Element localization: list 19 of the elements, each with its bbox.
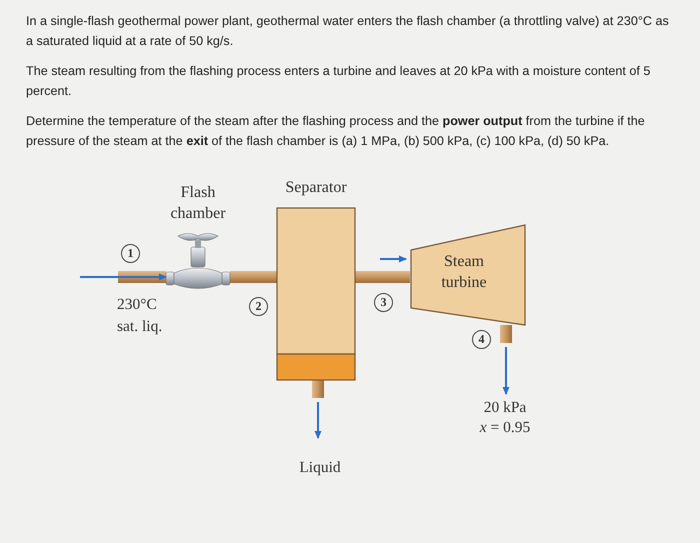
paragraph: The steam resulting from the flashing process enters a turbine and leaves at 20 kPa with a moisture content of 5 percent.	[26, 63, 652, 100]
pipe	[355, 256, 410, 283]
state-number: 3	[374, 293, 393, 312]
pipe	[80, 271, 167, 283]
state-number: 1	[121, 244, 140, 263]
state-number: 4	[472, 330, 491, 349]
state-label: 20 kPa	[482, 398, 528, 418]
pipe	[500, 325, 512, 395]
pipe	[312, 380, 324, 439]
state-number: 2	[249, 297, 268, 316]
state-label: 230°C sat. liq.	[117, 295, 164, 338]
paragraph: In a single-flash geothermal power plant, geothermal water enters the flash chamber (a throttling valve) at 230°C as a saturated liquid at a rate of 50 kg/s.	[26, 13, 670, 50]
pipe	[230, 271, 277, 283]
component-label: Separator	[284, 178, 348, 198]
component-label: Flash chamber	[169, 183, 227, 224]
state-label: x = 0.95	[478, 418, 532, 438]
paragraph: Determine the temperature of the steam after the flashing process and the power output from the turbine if the pressure of the steam at the exit of the flash chamber is (a) 1 MPa, (b) 500 kPa, (c) 100 kPa, (d) 50 kPa.	[26, 113, 646, 150]
state-label: Liquid	[298, 458, 342, 478]
component-label: Steam turbine	[440, 252, 488, 293]
